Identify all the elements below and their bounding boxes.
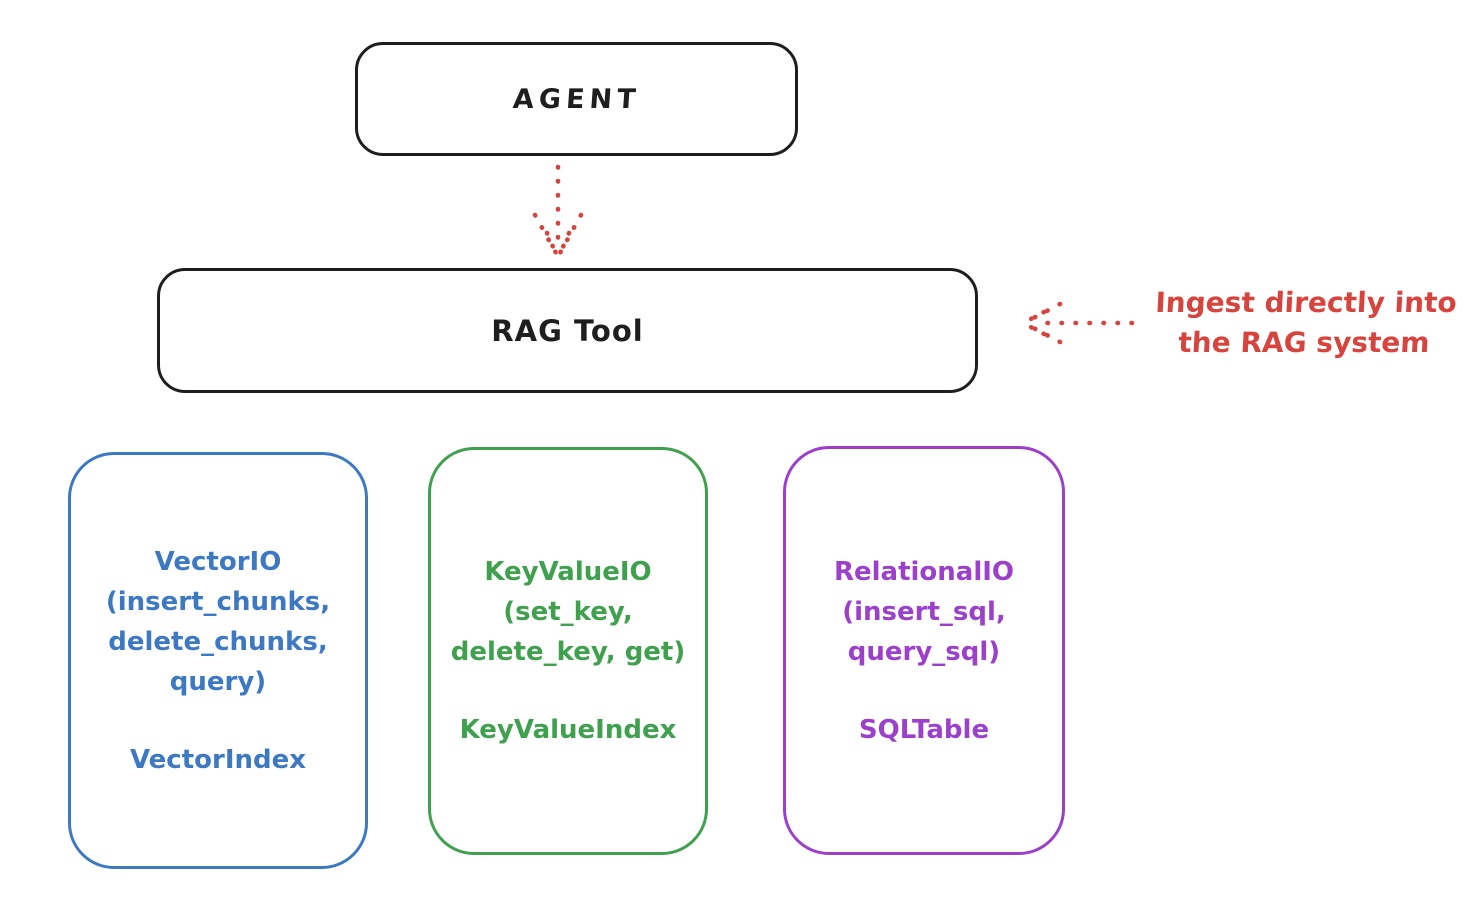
keyvalue-io-title: KeyValueIO <box>484 557 652 587</box>
vector-io-methods: VectorIO (insert_chunks, delete_chunks, … <box>106 542 330 702</box>
vector-io-method-line: delete_chunks, <box>108 626 328 657</box>
vector-io-method-line: (insert_chunks, <box>105 586 331 617</box>
relational-io-node: RelationalIO (insert_sql, query_sql) SQL… <box>783 446 1065 855</box>
relational-io-methods: RelationalIO (insert_sql, query_sql) <box>834 552 1014 672</box>
ingest-annotation: Ingest directly into the RAG system <box>1138 283 1472 363</box>
keyvalue-io-methods: KeyValueIO (set_key, delete_key, get) <box>451 552 686 672</box>
keyvalue-io-node: KeyValueIO (set_key, delete_key, get) Ke… <box>428 447 708 855</box>
vector-io-node: VectorIO (insert_chunks, delete_chunks, … <box>68 452 368 869</box>
ingest-annotation-line1: Ingest directly into <box>1154 286 1458 319</box>
sql-table-label: SQLTable <box>858 714 990 745</box>
agent-to-rag-arrow <box>532 164 584 259</box>
keyvalue-index-label: KeyValueIndex <box>459 715 677 745</box>
relational-io-title: RelationalIO <box>833 556 1015 587</box>
ingest-annotation-line2: the RAG system <box>1177 326 1431 359</box>
vector-io-title: VectorIO <box>154 546 282 577</box>
agent-label: AGENT <box>511 83 642 115</box>
rag-tool-node: RAG Tool <box>157 268 978 393</box>
rag-tool-label: RAG Tool <box>491 313 644 348</box>
ingest-annotation-arrow <box>1022 301 1135 345</box>
vector-index-label: VectorIndex <box>129 744 307 775</box>
relational-io-method-line: (insert_sql, <box>842 596 1006 627</box>
relational-io-method-line: query_sql) <box>847 636 1001 667</box>
agent-node: AGENT <box>355 42 798 156</box>
keyvalue-io-method-line: delete_key, get) <box>450 637 686 667</box>
vector-io-method-line: query) <box>169 666 267 697</box>
keyvalue-io-method-line: (set_key, <box>503 597 633 627</box>
